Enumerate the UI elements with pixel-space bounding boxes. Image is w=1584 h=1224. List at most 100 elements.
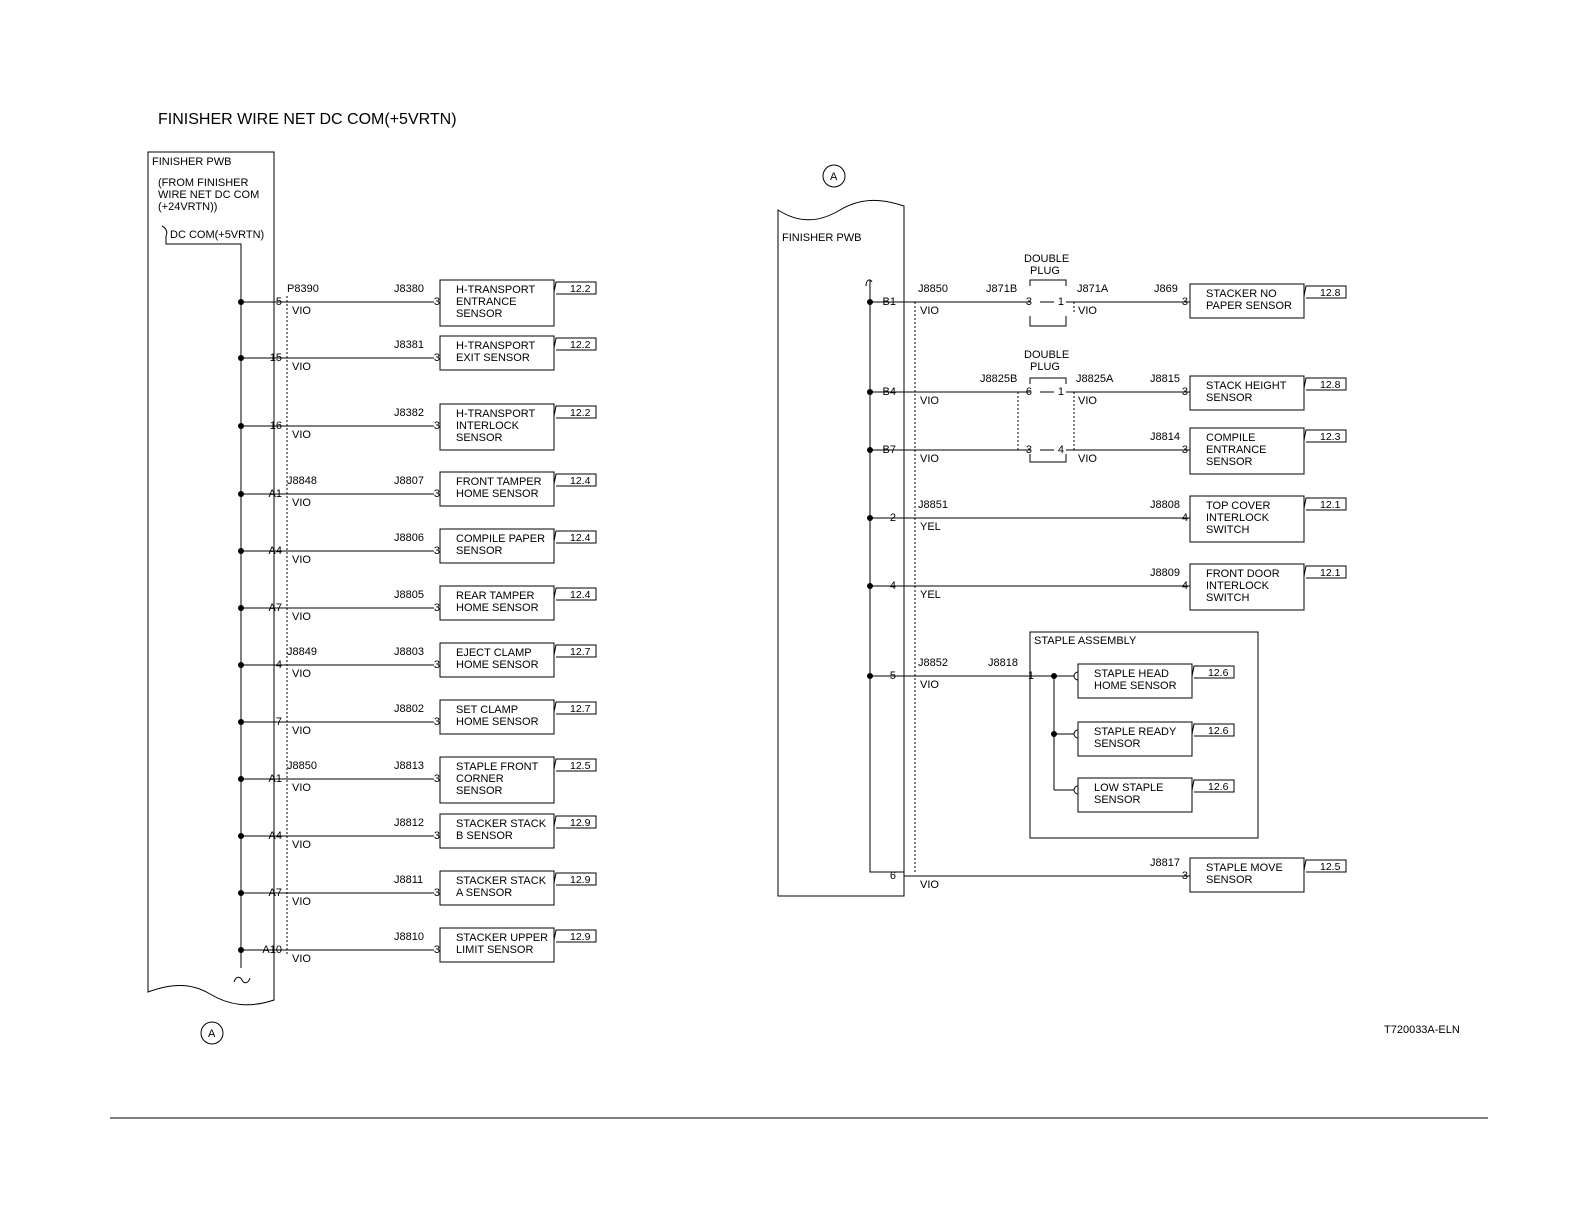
low-staple-sensor-box — [1077, 777, 1193, 813]
right-dccom-bus — [865, 279, 904, 873]
row-4: 4 YEL J8809 4 FRONT DOOR INTERLOCK SWITC… — [867, 563, 1347, 611]
wire-b4-2: VIO — [1078, 395, 1097, 407]
front-door-interlock-switch-box — [1189, 563, 1305, 611]
left-row-ref: 12.9 — [570, 931, 591, 943]
left-dccom-label: DC COM(+5VRTN) — [170, 229, 264, 241]
left-row-component-box — [439, 642, 555, 678]
staple-head-home-sensor-name-2: HOME SENSOR — [1094, 680, 1177, 692]
ref-staple-move: 12.5 — [1320, 861, 1341, 873]
row-6: 6 VIO J8817 3 STAPLE MOVE SENSOR 12.5 — [890, 857, 1347, 893]
ref-low-staple: 12.6 — [1208, 781, 1229, 793]
left-row-connector-pin: 3 — [434, 887, 440, 899]
pin-2: 2 — [890, 512, 896, 524]
left-row-component-name: HOME SENSOR — [456, 716, 539, 728]
left-row-component-box — [439, 335, 555, 371]
left-row-component-name: SET CLAMP — [456, 704, 518, 716]
double-plug-2-label-1: DOUBLE — [1024, 349, 1069, 361]
left-row-component-name: HOME SENSOR — [456, 488, 539, 500]
left-row-component-name: A SENSOR — [456, 887, 512, 899]
left-row-component-name: B SENSOR — [456, 830, 513, 842]
plug-j8850-right: J8850 — [918, 283, 948, 295]
left-row-component-name: COMPILE PAPER — [456, 533, 545, 545]
top-cover-interlock-switch-box — [1189, 495, 1305, 543]
wire-5: VIO — [920, 679, 939, 691]
left-row-component-name: SENSOR — [456, 545, 503, 557]
left-row-component-name: REAR TAMPER — [456, 590, 534, 602]
left-row-component-name: STAPLE FRONT — [456, 761, 539, 773]
left-row-plug: P8390 — [287, 283, 319, 295]
row-b4: B4 VIO J8825B 6 1 J8825A VIO J8815 3 STA… — [867, 373, 1347, 411]
staple-assembly-box — [1029, 631, 1259, 839]
dp2-pin-r: 1 — [1058, 386, 1064, 398]
wire-b7-2: VIO — [1078, 453, 1097, 465]
jack-j869: J869 — [1154, 283, 1178, 295]
left-row-component-name: H-TRANSPORT — [456, 340, 536, 352]
left-row-component-name: HOME SENSOR — [456, 659, 539, 671]
left-row-component-name: EXIT SENSOR — [456, 352, 530, 364]
row-b7: B7 VIO 3 4 VIO J8814 3 COMPILE ENTRANCE … — [867, 427, 1347, 475]
left-row-jack: J8382 — [394, 407, 424, 419]
left-row-component-name: ENTRANCE — [456, 296, 517, 308]
staple-ready-sensor-box — [1077, 721, 1193, 757]
right-connector-a-label: A — [830, 171, 838, 183]
left-row-plug: J8850 — [287, 760, 317, 772]
left-row-component-name: HOME SENSOR — [456, 602, 539, 614]
jack-j8808: J8808 — [1150, 499, 1180, 511]
staple-move-sensor-name-2: SENSOR — [1206, 874, 1253, 886]
left-row-jack: J8381 — [394, 339, 424, 351]
compile-entrance-sensor-name-3: SENSOR — [1206, 456, 1253, 468]
left-row-wire: VIO — [292, 896, 311, 908]
staple-head-home-sensor-name-1: STAPLE HEAD — [1094, 668, 1169, 680]
cpin-j869: 3 — [1182, 296, 1188, 308]
stacker-no-paper-sensor-box — [1189, 283, 1305, 319]
double-plug-2: DOUBLE PLUG — [1024, 349, 1069, 463]
pin-b7: B7 — [883, 444, 896, 456]
left-row-ref: 12.7 — [570, 703, 591, 715]
jack-j8814: J8814 — [1150, 431, 1180, 443]
left-from-note-3: (+24VRTN)) — [158, 201, 217, 213]
compile-entrance-sensor-box — [1189, 427, 1305, 475]
row-b1: B1 J8850 VIO J871B 3 1 J871A VIO J869 3 … — [867, 283, 1347, 319]
left-row-component-box — [439, 585, 555, 621]
ref-stack-height: 12.8 — [1320, 379, 1341, 391]
front-door-interlock-switch-name-2: INTERLOCK — [1206, 580, 1270, 592]
low-staple-sensor-name-1: LOW STAPLE — [1094, 782, 1163, 794]
dp3-pin-l: 3 — [1026, 444, 1032, 456]
left-row-jack: J8380 — [394, 283, 424, 295]
pin-6: 6 — [890, 870, 896, 882]
top-cover-interlock-switch-name-1: TOP COVER — [1206, 500, 1270, 512]
left-row-wire: VIO — [292, 305, 311, 317]
cpin-j8814: 3 — [1182, 444, 1188, 456]
left-row-jack: J8812 — [394, 817, 424, 829]
left-row-wire: VIO — [292, 497, 311, 509]
jack-j8818: J8818 — [988, 657, 1018, 669]
figure-id: T720033A-ELN — [1384, 1024, 1460, 1036]
left-row-pin: A10 — [262, 944, 282, 956]
cpin-j8809: 4 — [1182, 580, 1188, 592]
left-row-wire: VIO — [292, 668, 311, 680]
compile-entrance-sensor-name-2: ENTRANCE — [1206, 444, 1267, 456]
jack-j8817: J8817 — [1150, 857, 1180, 869]
ref-front-door: 12.1 — [1320, 567, 1341, 579]
dp1-pin-l: 3 — [1026, 296, 1032, 308]
left-row-wire: VIO — [292, 554, 311, 566]
staple-head-home-sensor-box — [1077, 663, 1193, 699]
wire-b1-2: VIO — [1078, 305, 1097, 317]
left-row-connector-pin: 3 — [434, 773, 440, 785]
left-row-ref: 12.9 — [570, 874, 591, 886]
pin-b1: B1 — [883, 296, 896, 308]
right-pwb-outline — [777, 199, 905, 897]
wire-b4: VIO — [920, 395, 939, 407]
wire-6: VIO — [920, 879, 939, 891]
stacker-no-paper-sensor-name-1: STACKER NO — [1206, 288, 1277, 300]
ref-staple-head: 12.6 — [1208, 667, 1229, 679]
left-rows: 5P8390VIOJ83803H-TRANSPORTENTRANCESENSOR… — [238, 279, 597, 965]
double-plug-2-label-2: PLUG — [1030, 361, 1060, 373]
left-row-plug: J8849 — [287, 646, 317, 658]
dp-j871b: J871B — [986, 283, 1017, 295]
row-2: 2 J8851 YEL J8808 4 TOP COVER INTERLOCK … — [867, 495, 1347, 543]
